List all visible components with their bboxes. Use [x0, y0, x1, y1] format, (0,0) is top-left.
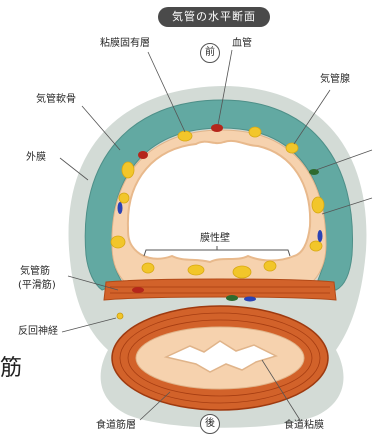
cropped-text-fragment: 筋 [0, 356, 22, 382]
blood-vessel-green-2 [226, 295, 238, 301]
front-marker: 前 [200, 43, 220, 63]
label-trachealis-muscle-note: (平滑筋) [18, 280, 56, 292]
back-marker: 後 [200, 414, 220, 434]
label-trachealis-muscle: 気管筋 [20, 266, 50, 278]
label-recurrent-nerve: 反回神経 [18, 326, 58, 338]
label-blood-vessel: 血管 [232, 38, 252, 50]
diagram-title: 気管の水平断面 [158, 7, 270, 27]
label-mucosa-lamina: 粘膜固有層 [100, 38, 150, 50]
blood-vessel-green [309, 169, 319, 175]
blood-vessel-red [211, 124, 223, 132]
label-adventitia: 外膜 [26, 152, 46, 164]
blood-vessel-red-2 [138, 151, 148, 159]
blood-vessel-red-3 [132, 287, 144, 293]
label-esophageal-muscle: 食道筋層 [96, 420, 136, 432]
label-tracheal-cartilage: 気管軟骨 [36, 94, 76, 106]
label-esophageal-mucosa: 食道粘膜 [284, 420, 324, 432]
blood-vessel-blue-3 [244, 297, 256, 302]
label-membranous-wall: 膜性壁 [200, 233, 230, 245]
recurrent-nerve-dot [117, 313, 123, 319]
blood-vessel-blue-2 [318, 230, 323, 242]
label-tracheal-gland: 気管腺 [320, 74, 350, 86]
blood-vessel-blue [118, 202, 123, 214]
